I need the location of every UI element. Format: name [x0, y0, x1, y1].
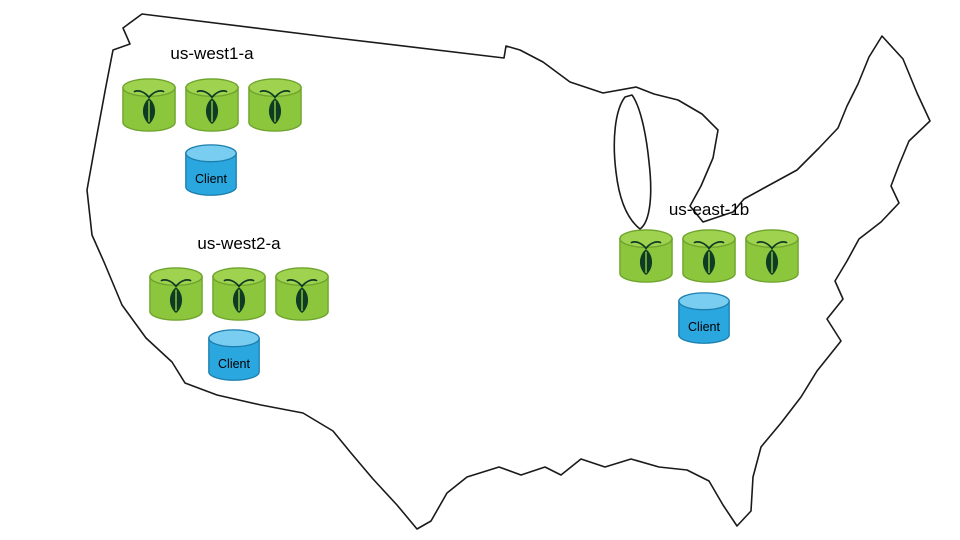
region-us-west2-a: us-west2-a Client [147, 234, 331, 394]
cockroachdb-node-icon [273, 266, 331, 324]
node-row [120, 77, 304, 135]
cockroachdb-node-icon [246, 77, 304, 135]
node-row [617, 228, 801, 286]
client-node: Client [183, 143, 239, 199]
client-label: Client [195, 172, 227, 186]
cockroachdb-node-icon [743, 228, 801, 286]
client-cylinder-icon [676, 291, 732, 347]
cockroachdb-node-icon [147, 266, 205, 324]
region-label: us-west1-a [170, 44, 254, 63]
cockroachdb-node-icon [210, 266, 268, 324]
client-label: Client [688, 320, 720, 334]
client-cylinder-icon [183, 143, 239, 199]
client-label: Client [218, 357, 250, 371]
lake-michigan-outline [613, 94, 652, 230]
cockroachdb-node-icon [680, 228, 738, 286]
client-node: Client [676, 291, 732, 347]
client-cylinder-icon [206, 328, 262, 384]
region-us-east-1b: us-east-1b Client [617, 200, 801, 358]
node-row [147, 266, 331, 324]
region-us-west1-a: us-west1-a Client [120, 44, 304, 209]
region-label: us-west2-a [197, 234, 281, 253]
client-node: Client [206, 328, 262, 384]
cockroachdb-node-icon [183, 77, 241, 135]
cockroachdb-node-icon [617, 228, 675, 286]
region-label: us-east-1b [668, 200, 750, 219]
us-map-outline [86, 13, 931, 530]
cockroachdb-node-icon [120, 77, 178, 135]
